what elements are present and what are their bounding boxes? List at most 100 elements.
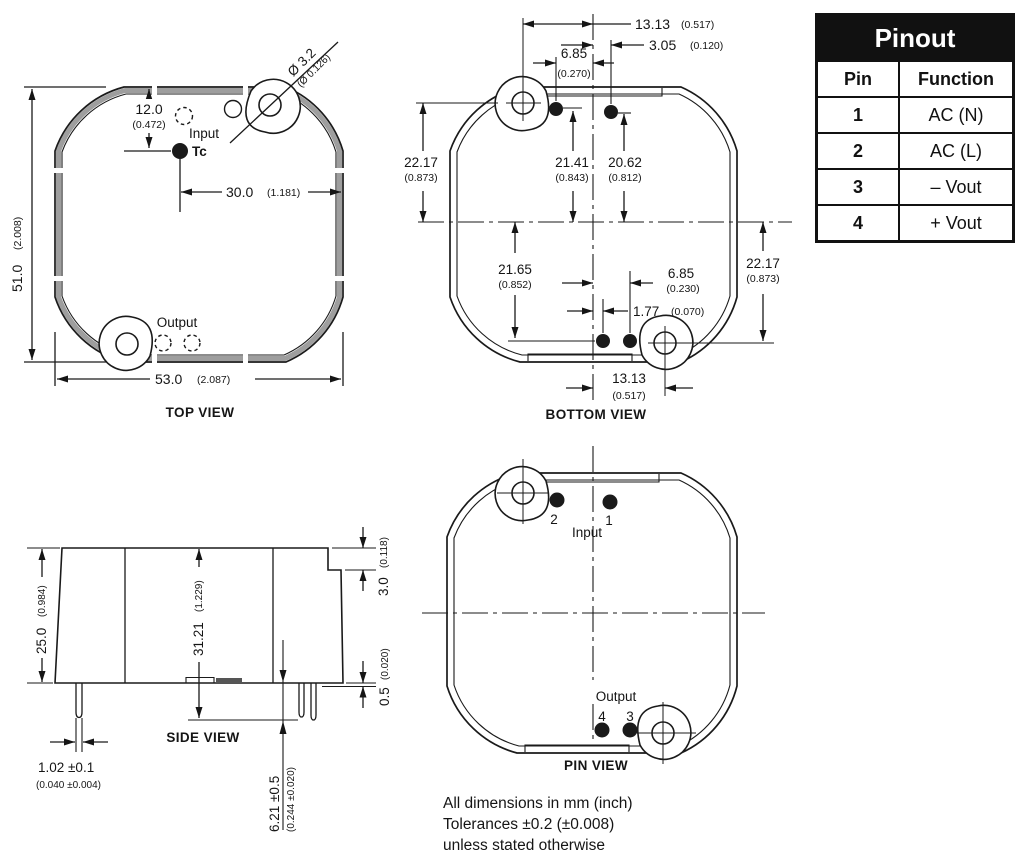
dim-tc-x-in: (1.181) — [267, 187, 300, 199]
dimension-lines — [24, 86, 344, 386]
dim-pin1-x-mm: 3.05 — [649, 37, 676, 53]
dimension-lines — [38, 527, 367, 830]
table-row: 3 – Vout — [818, 168, 1012, 204]
dim-pin4-x-mm: 1.77 — [633, 304, 659, 319]
centerlines — [418, 14, 792, 400]
dim-pin3-x-mm: 6.85 — [668, 266, 694, 281]
dim-tc-x-mm: 30.0 — [226, 184, 253, 200]
side-pins — [75, 683, 317, 721]
dim-height-in: (2.008) — [12, 217, 24, 250]
dim-pin4-x-in: (0.070) — [671, 306, 704, 318]
bottom-view-drawing: 13.13 (0.517) 3.05 (0.120) 6.85 (0.270) … — [404, 14, 792, 422]
dim-pin-length-in: (0.244 ±0.020) — [286, 767, 297, 832]
mounting-ear-top-left — [494, 459, 550, 524]
pin-view-caption: PIN VIEW — [564, 758, 628, 773]
dimension-lines — [419, 20, 767, 392]
top-view-texts: 12.0 (0.472) Input Tc 30.0 (1.181) 51.0 … — [9, 45, 333, 420]
pin-view-texts: 2 1 Input Output 4 3 PIN VIEW — [550, 512, 636, 773]
dim-pin2-y-in: (0.843) — [555, 172, 588, 184]
mounting-ear-bottom-left — [98, 315, 154, 372]
bottom-view-texts: 13.13 (0.517) 3.05 (0.120) 6.85 (0.270) … — [404, 16, 780, 422]
pin4-number: 4 — [598, 709, 606, 724]
pin-number: 3 — [818, 170, 900, 204]
side-view-drawing: 25.0 (0.984) 31.21 (1.229) 3.0 (0.118) 0… — [27, 527, 392, 832]
pin-number: 4 — [818, 206, 900, 240]
side-view-texts: 25.0 (0.984) 31.21 (1.229) 3.0 (0.118) 0… — [34, 537, 392, 832]
pinout-col-function: Function — [918, 69, 994, 89]
output-label: Output — [596, 689, 637, 704]
dim-right-mm: 22.17 — [746, 256, 780, 271]
dim-standoff-mm: 0.5 — [377, 687, 392, 706]
dim-pin2-x-in: (0.270) — [557, 68, 590, 80]
dim-body-height-in: (0.984) — [37, 585, 48, 617]
dim-width-in: (2.087) — [197, 374, 230, 386]
drawing-notes: All dimensions in mm (inch) Tolerances ±… — [443, 793, 633, 856]
mounting-ear-top-right — [229, 41, 339, 144]
output-label: Output — [157, 315, 198, 330]
dim-width-mm: 53.0 — [155, 371, 182, 387]
pin-function: + Vout — [930, 213, 982, 233]
table-row: 2 AC (L) — [818, 132, 1012, 168]
dim-right-in: (0.873) — [746, 273, 779, 285]
side-view-caption: SIDE VIEW — [166, 730, 239, 745]
dim-pin1-y-in: (0.812) — [608, 172, 641, 184]
pin1-number: 1 — [605, 513, 613, 528]
component-markers — [124, 99, 243, 352]
dim-left-mm: 22.17 — [404, 155, 438, 170]
dim-top-hole-mm: 13.13 — [635, 16, 670, 32]
bottom-view-caption: BOTTOM VIEW — [546, 407, 647, 422]
dim-left-in: (0.873) — [404, 172, 437, 184]
dim-pin3-x-in: (0.230) — [666, 283, 699, 295]
dim-pin2-y-mm: 21.41 — [555, 155, 589, 170]
dim-tc-y-mm: 12.0 — [135, 101, 162, 117]
mounting-ear-bottom-right — [636, 702, 696, 764]
pinout-title: Pinout — [818, 16, 1012, 60]
pinout-col-pin: Pin — [818, 62, 900, 96]
table-row: 4 + Vout — [818, 204, 1012, 240]
dim-standoff-in: (0.020) — [380, 648, 391, 680]
pin-function: – Vout — [930, 177, 982, 197]
pin-view-outline — [422, 446, 765, 764]
mounting-ear-bottom-right — [638, 314, 694, 396]
dim-tc-y-in: (0.472) — [132, 119, 165, 131]
solder-pins — [549, 102, 637, 348]
note-line: Tolerances ±0.2 (±0.008) — [443, 816, 615, 833]
dim-pin-length-mm: 6.21 ±0.5 — [267, 776, 282, 832]
dim-total-height-in: (1.229) — [194, 580, 205, 612]
table-row: 1 AC (N) — [818, 96, 1012, 132]
dim-pin4-y-mm: 21.65 — [498, 262, 532, 277]
dim-pin-dia-in: (0.040 ±0.004) — [36, 780, 101, 791]
note-line: All dimensions in mm (inch) — [443, 795, 633, 812]
outline-segment-gaps — [51, 84, 346, 365]
pin-view-drawing: 2 1 Input Output 4 3 PIN VIEW — [422, 446, 765, 773]
tc-label: Tc — [192, 144, 207, 159]
mounting-ear-top-left — [494, 18, 550, 132]
pin-function: AC (N) — [928, 105, 984, 125]
dim-pin4-y-in: (0.852) — [498, 279, 531, 291]
note-line: unless stated otherwise — [443, 837, 605, 854]
dim-bot-hole-mm: 13.13 — [612, 371, 646, 386]
pin-number: 1 — [818, 98, 900, 132]
dim-pin1-y-mm: 20.62 — [608, 155, 642, 170]
pin-function: AC (L) — [929, 141, 982, 161]
input-label: Input — [572, 525, 602, 540]
dim-pin-dia-mm: 1.02 ±0.1 — [38, 760, 94, 775]
side-view-outline — [27, 527, 376, 830]
dim-top-hole-in: (0.517) — [681, 19, 714, 31]
top-view-outline — [24, 41, 346, 386]
top-view-caption: TOP VIEW — [166, 405, 235, 420]
solder-pins — [549, 492, 638, 738]
dim-pin1-x-in: (0.120) — [690, 40, 723, 52]
dim-bot-hole-in: (0.517) — [612, 390, 645, 402]
extension-lines — [27, 547, 376, 752]
bottom-view-outline — [416, 14, 792, 400]
pinout-header-row: Pin Function — [818, 60, 1012, 96]
input-label: Input — [189, 126, 219, 141]
dim-height-mm: 51.0 — [9, 265, 25, 292]
dim-step-in: (0.118) — [379, 537, 390, 568]
dim-body-height-mm: 25.0 — [34, 628, 49, 654]
pinout-table: Pinout Pin Function 1 AC (N) 2 AC (L) 3 … — [815, 13, 1015, 243]
pin2-number: 2 — [550, 512, 558, 527]
pin-number: 2 — [818, 134, 900, 168]
